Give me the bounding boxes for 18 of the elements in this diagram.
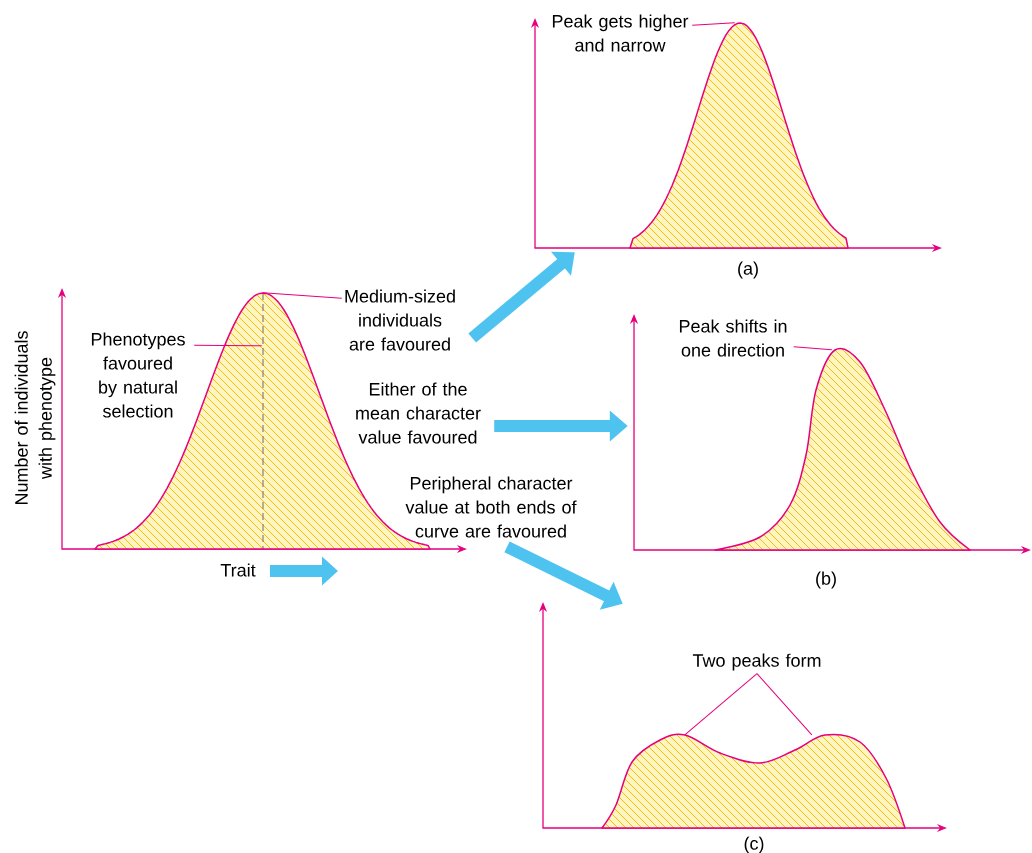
panel-label: (b) [816,571,836,589]
leader-line [793,346,833,351]
annotation-text: Peak shifts in one direction [679,319,787,357]
leader-line [691,22,736,26]
panel-label: (c) [744,836,764,853]
annotation-text: Either of the mean character value favoured [356,382,481,444]
leader-line [684,673,758,736]
annotation-text: Medium-sized individuals are favoured [345,289,455,351]
annotation-text: Peripheral character value at both ends of curve are favoured [405,476,577,538]
annotation-text: Peak gets higher and narrow [552,14,689,52]
annotation-text: Phenotypes favoured by natural selection [91,332,185,418]
leader-line [756,673,813,736]
axis-label: Trait [220,563,256,577]
panel-label: (a) [738,261,758,279]
leader-line [262,292,343,299]
leader-line [193,344,263,347]
axis-label: Number of individuals with phenotype [14,331,56,505]
block-arrow [468,251,575,343]
